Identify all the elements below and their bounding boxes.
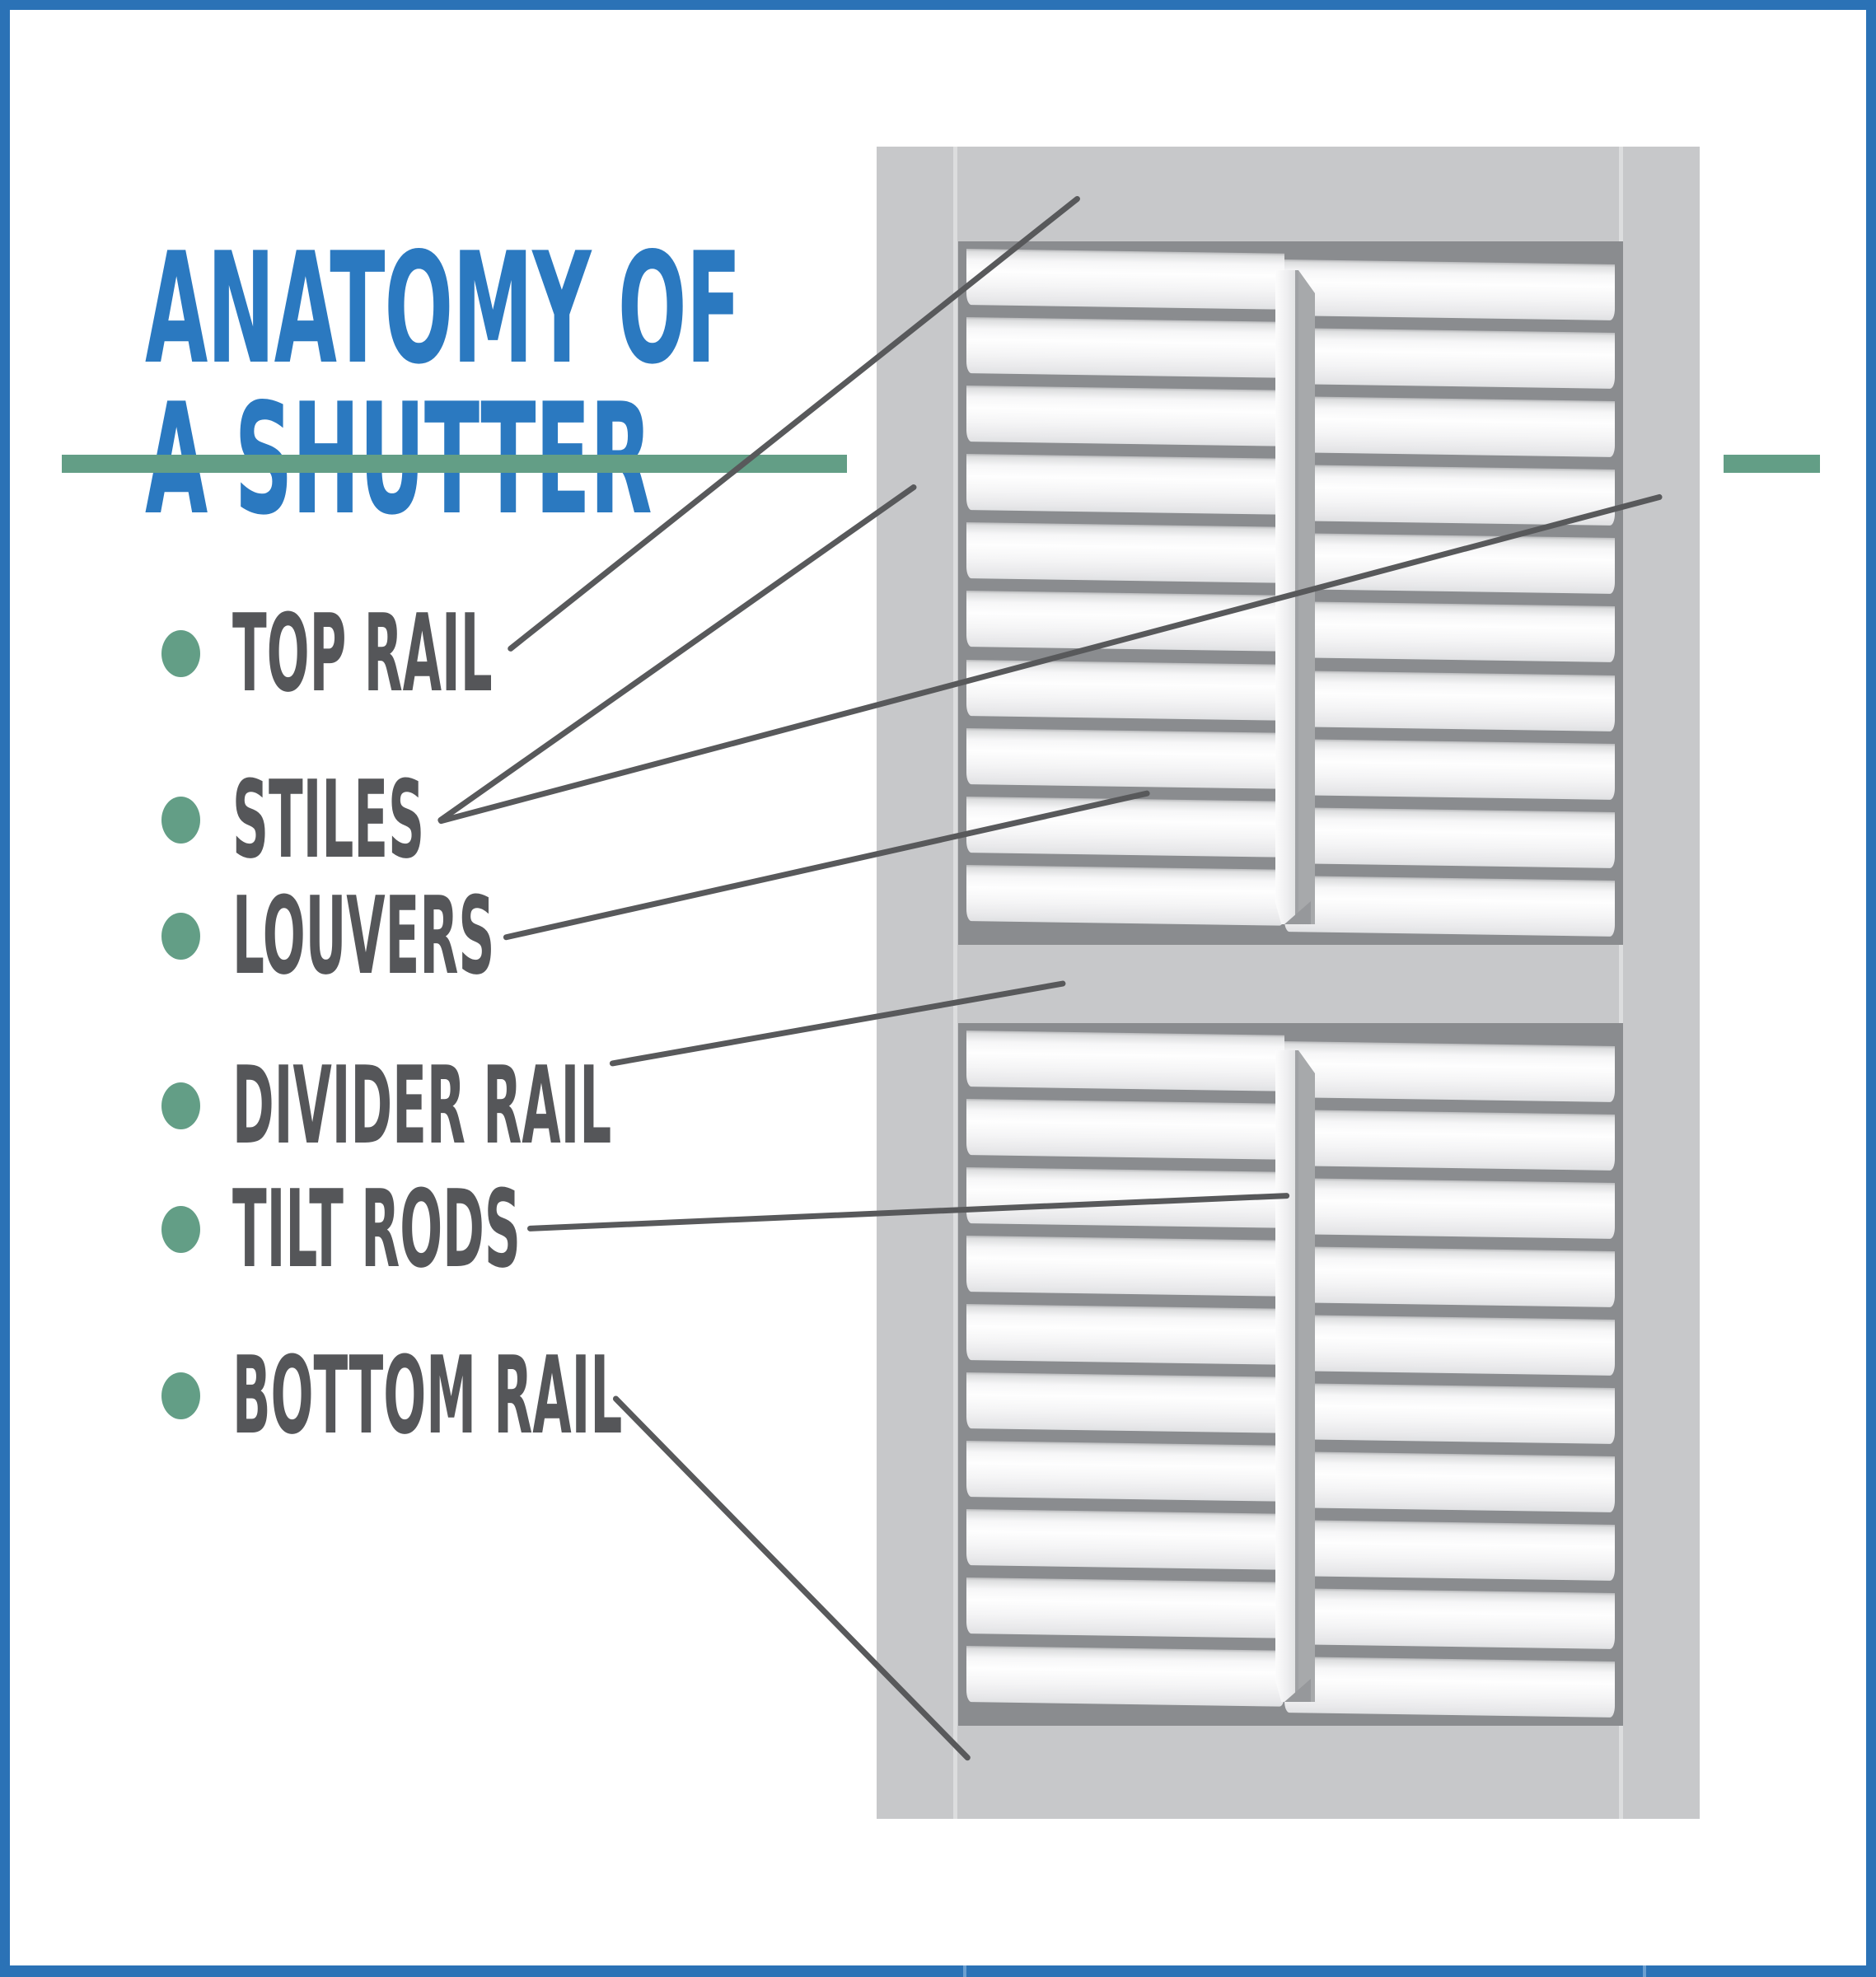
louver-slat-left-half [966, 1372, 1284, 1433]
tilt-rod-bottom [1275, 1050, 1295, 1702]
legend-item-louvers: LOUVERS [161, 882, 790, 989]
legend-item-tilt-rods: TILT RODS [161, 1175, 845, 1283]
border-seam-right [1643, 1965, 1646, 1977]
legend-label: TILT RODS [232, 1166, 521, 1292]
tilt-rod-bottom-edge [1295, 1050, 1298, 1702]
louver-slat-left-half [966, 727, 1284, 789]
louver-slat-right-half [1284, 1041, 1615, 1102]
louver-slat-right-half [1284, 738, 1615, 800]
louver-slat-left-half [966, 522, 1284, 584]
louver-slat-right-half [1284, 806, 1615, 868]
louver-slat-right-half [1284, 1588, 1615, 1649]
louver-slat-right-half [1284, 670, 1615, 731]
louver-slat-right-half [1284, 1383, 1615, 1444]
louver-slat-left-half [966, 317, 1284, 378]
louver-slat-left-half [966, 454, 1284, 516]
border-bottom [0, 1965, 1876, 1977]
legend-label: TOP RAIL [232, 591, 493, 716]
stile-seam-right [1619, 147, 1623, 1819]
louver-slat-left-half [966, 796, 1284, 858]
stile-right [1623, 147, 1700, 1819]
border-seam-left [963, 1965, 966, 1977]
bullet-dot-icon [161, 1372, 200, 1419]
louver-slat-right-half [1284, 465, 1615, 526]
louver-slat-left-half [966, 1031, 1284, 1091]
stile-seam-left [953, 147, 957, 1819]
louver-slat-right-half [1284, 1315, 1615, 1376]
louver-slat-right-half [1284, 259, 1615, 320]
louver-slat-left-half [966, 1236, 1284, 1297]
louver-slat-left-half [966, 864, 1284, 926]
bottom-rail [877, 1726, 1700, 1819]
legend-item-stiles: STILES [161, 766, 641, 873]
border-top [0, 0, 1876, 10]
louver-slat-right-half [1284, 396, 1615, 458]
legend-label: LOUVERS [232, 873, 495, 998]
bullet-dot-icon [161, 1082, 200, 1129]
stile-left [877, 147, 958, 1819]
top-rail [877, 147, 1700, 241]
border-left [0, 0, 10, 1977]
louver-slat-right-half [1284, 875, 1615, 937]
bullet-dot-icon [161, 796, 200, 844]
bullet-dot-icon [161, 912, 200, 960]
right-accent-dash [1724, 455, 1820, 473]
louver-slat-right-half [1284, 328, 1615, 390]
louver-slat-left-half [966, 1577, 1284, 1638]
louver-slat-left-half [966, 1441, 1284, 1502]
legend-label: BOTTOM RAIL [232, 1333, 623, 1458]
louver-slat-left-half [966, 1304, 1284, 1365]
legend-label: STILES [232, 757, 425, 882]
bullet-dot-icon [161, 629, 200, 677]
title-underline-bar [62, 455, 847, 473]
louver-slat-right-half [1284, 1178, 1615, 1239]
louver-slat-left-half [966, 249, 1284, 310]
border-right [1866, 0, 1876, 1977]
louver-slat-right-half [1284, 1451, 1615, 1512]
louver-slat-right-half [1284, 601, 1615, 663]
louver-slat-right-half [1284, 1657, 1615, 1718]
tilt-rod-top-edge [1295, 270, 1298, 924]
louver-slat-left-half [966, 591, 1284, 652]
legend-label: DIVIDER RAIL [232, 1043, 612, 1168]
louver-slat-right-half [1284, 1246, 1615, 1307]
louver-slat-left-half [966, 1099, 1284, 1160]
louver-slat-right-half [1284, 1520, 1615, 1581]
page-title-line1: ANATOMY OF [145, 218, 742, 398]
louver-slat-left-half [966, 1509, 1284, 1570]
divider-rail [877, 945, 1700, 1023]
louver-slat-right-half [1284, 1110, 1615, 1171]
tilt-rod-top-shadow [1298, 270, 1315, 924]
bullet-dot-icon [161, 1205, 200, 1253]
louver-slat-left-half [966, 1646, 1284, 1707]
legend-item-divider-rail: DIVIDER RAIL [161, 1052, 1039, 1159]
tilt-rod-bottom-shadow [1298, 1050, 1315, 1702]
louver-slat-left-half [966, 386, 1284, 446]
legend-item-bottom-rail: BOTTOM RAIL [161, 1342, 1062, 1449]
shutter-illustration [877, 147, 1700, 1819]
parts-legend: TOP RAIL STILES LOUVERS DIVIDER RAIL TIL… [161, 0, 738, 1977]
legend-item-top-rail: TOP RAIL [161, 600, 786, 707]
